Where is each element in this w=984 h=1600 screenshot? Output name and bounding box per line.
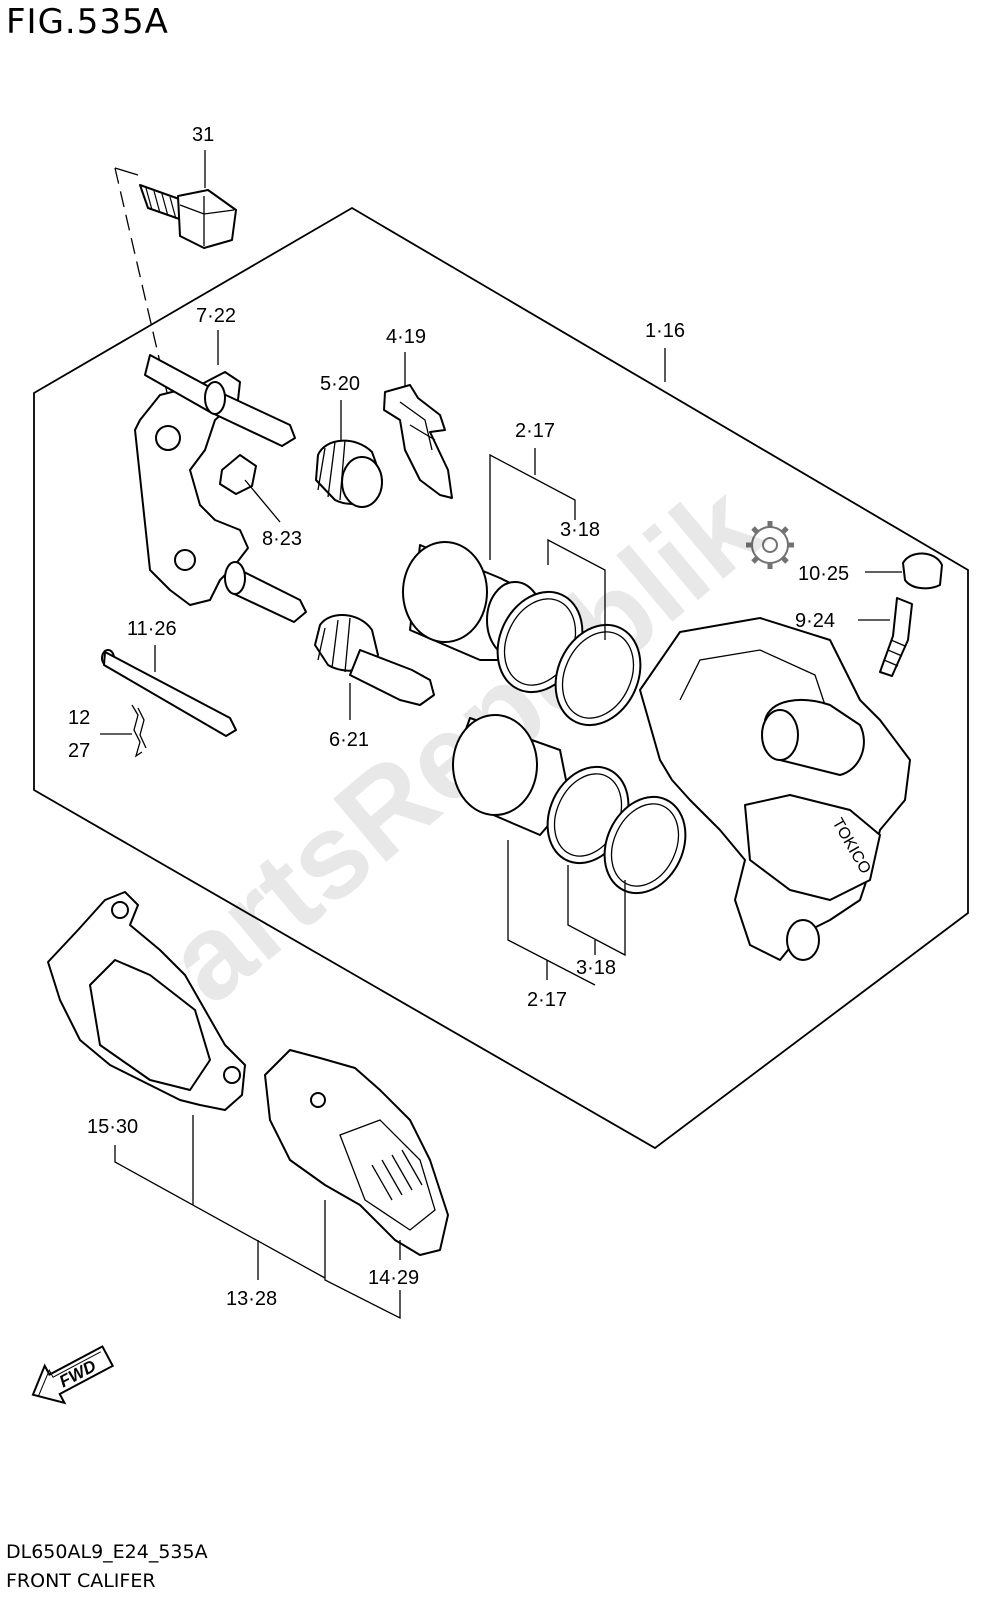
label-7-22: 7·22 bbox=[196, 305, 236, 327]
bleeder-valve bbox=[858, 597, 913, 677]
dust-boot bbox=[315, 400, 383, 508]
label-9-24: 9·24 bbox=[795, 610, 835, 632]
leaders-pads bbox=[114, 1115, 401, 1320]
bolt-31 bbox=[114, 150, 237, 441]
pin-clip bbox=[100, 704, 147, 758]
gear-icon bbox=[746, 521, 794, 569]
seals-lower bbox=[546, 765, 687, 895]
label-4-19: 4·19 bbox=[386, 326, 426, 348]
label-27: 27 bbox=[68, 740, 90, 762]
forward-arrow: FWD bbox=[31, 1345, 115, 1405]
figure-name: FRONT CALIFER bbox=[6, 1570, 156, 1592]
label-10-25: 10·25 bbox=[798, 563, 849, 585]
label-14-29: 14·29 bbox=[368, 1267, 419, 1289]
bleeder-cap bbox=[865, 552, 943, 590]
label-15-30: 15·30 bbox=[87, 1116, 138, 1138]
figure-title: FIG.535A bbox=[6, 2, 169, 42]
piston-lower bbox=[452, 714, 571, 836]
seals-upper bbox=[496, 590, 642, 727]
label-3-18-bot: 3·18 bbox=[576, 957, 616, 979]
label-12: 12 bbox=[68, 707, 90, 729]
pad-spring bbox=[383, 352, 453, 499]
label-31: 31 bbox=[192, 124, 214, 146]
caliper-body: TOKICO bbox=[639, 348, 911, 961]
label-2-17-top: 2·17 bbox=[515, 420, 555, 442]
sleeve-boot bbox=[314, 613, 435, 720]
part-labels: 31 7·22 4·19 1·16 5·20 2·17 3·18 8·23 10… bbox=[68, 124, 849, 1310]
label-2-17-bot: 2·17 bbox=[527, 989, 567, 1011]
brake-pad-inner bbox=[47, 891, 246, 1111]
leaders-pistons bbox=[489, 448, 626, 986]
brake-pad-outer bbox=[264, 1049, 449, 1256]
caliper-bracket bbox=[134, 330, 307, 623]
label-11-26: 11·26 bbox=[127, 618, 177, 640]
label-1-16: 1·16 bbox=[645, 320, 685, 342]
label-6-21: 6·21 bbox=[329, 729, 369, 751]
label-3-18-top: 3·18 bbox=[560, 519, 600, 541]
figure-code: DL650AL9_E24_535A bbox=[6, 1541, 208, 1563]
label-5-20: 5·20 bbox=[320, 373, 360, 395]
label-13-28: 13·28 bbox=[226, 1288, 277, 1310]
pad-pin bbox=[101, 645, 237, 737]
label-8-23: 8·23 bbox=[262, 528, 302, 550]
assembly-outline bbox=[33, 206, 969, 1150]
